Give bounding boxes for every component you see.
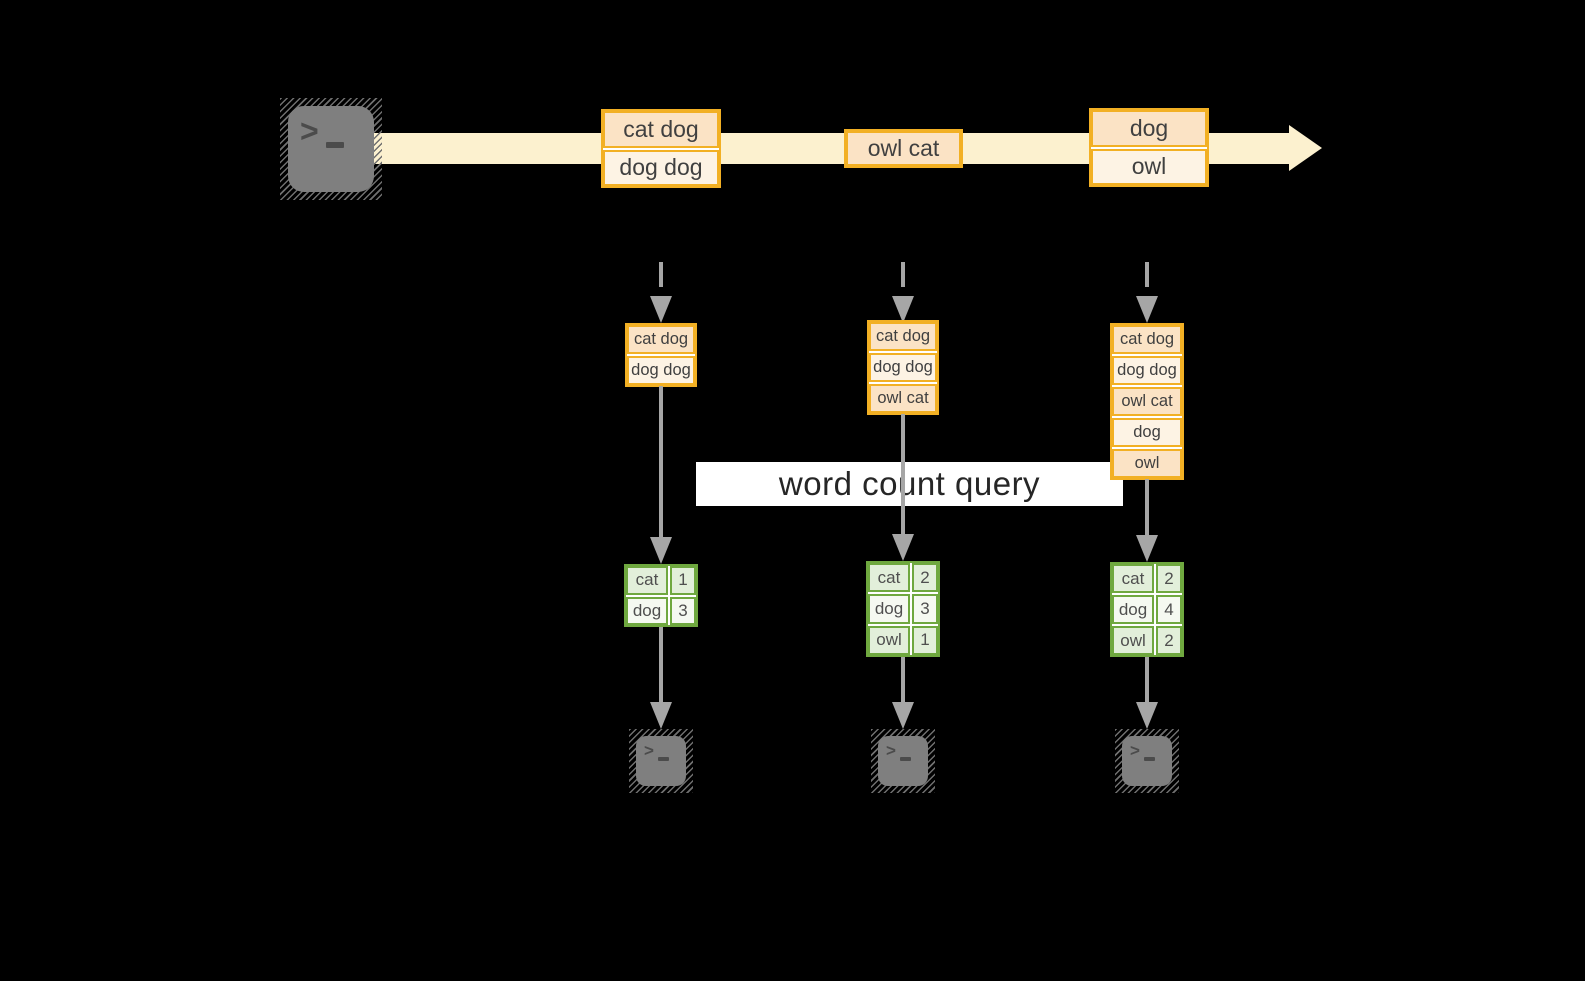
dashed-connector — [1145, 262, 1149, 287]
connector-line — [1145, 657, 1149, 705]
down-arrowhead-icon — [1136, 702, 1158, 729]
buffer-row: owl cat — [1112, 387, 1182, 416]
down-arrowhead-icon — [1136, 535, 1158, 562]
result-count: 2 — [1156, 564, 1182, 593]
down-arrowhead-icon — [892, 702, 914, 729]
terminal-prompt-icon: > — [1130, 741, 1140, 760]
output-terminal-icon-3: > — [1115, 729, 1179, 793]
result-table-2: cat 2 dog 3 owl 1 — [866, 561, 940, 657]
terminal-prompt-icon: > — [886, 741, 896, 760]
result-word: dog — [1112, 595, 1154, 624]
connector-line — [659, 386, 663, 539]
terminal-prompt-icon: > — [300, 113, 319, 149]
result-word: cat — [868, 563, 910, 593]
result-count: 1 — [670, 566, 696, 595]
terminal-cursor-icon — [658, 757, 669, 761]
output-terminal-icon-1: > — [629, 729, 693, 793]
terminal-cursor-icon — [900, 757, 911, 761]
result-count: 3 — [670, 596, 696, 625]
down-arrowhead-icon — [650, 537, 672, 564]
buffer-row: owl — [1112, 449, 1182, 478]
dashed-connector — [659, 262, 663, 287]
result-count: 2 — [912, 563, 938, 593]
event-line: owl — [1091, 148, 1207, 185]
result-count: 1 — [912, 625, 938, 655]
event-line: dog dog — [603, 149, 719, 186]
dashed-connector — [901, 262, 905, 287]
buffer-row: cat dog — [869, 322, 937, 351]
query-banner: word count query — [696, 462, 1123, 506]
down-arrowhead-icon — [892, 534, 914, 561]
buffer-row: cat dog — [1112, 325, 1182, 354]
result-count: 4 — [1156, 595, 1182, 624]
stream-event-2: owl cat — [844, 129, 963, 168]
down-arrowhead-icon — [650, 702, 672, 729]
stream-event-1: cat dog dog dog — [601, 109, 721, 188]
connector-line — [901, 657, 905, 705]
terminal-cursor-icon — [326, 142, 344, 148]
result-word: dog — [868, 594, 910, 624]
buffer-row: dog dog — [627, 356, 695, 385]
input-buffer-3: cat dog dog dog owl cat dog owl — [1110, 323, 1184, 480]
terminal-prompt-icon: > — [644, 741, 654, 760]
query-banner-label: word count query — [778, 465, 1041, 502]
event-line: cat dog — [603, 111, 719, 148]
event-line: dog — [1091, 110, 1207, 147]
event-line: owl cat — [846, 131, 961, 166]
down-arrowhead-icon — [892, 296, 914, 323]
result-count: 2 — [1156, 626, 1182, 655]
result-word: dog — [626, 596, 668, 625]
connector-line — [1145, 479, 1149, 537]
connector-line — [901, 414, 905, 536]
input-buffer-1: cat dog dog dog — [625, 323, 697, 387]
buffer-row: owl cat — [869, 384, 937, 413]
down-arrowhead-icon — [1136, 296, 1158, 323]
result-table-3: cat 2 dog 4 owl 2 — [1110, 562, 1184, 657]
result-word: cat — [1112, 564, 1154, 593]
result-word: cat — [626, 566, 668, 595]
input-buffer-2: cat dog dog dog owl cat — [867, 320, 939, 415]
buffer-row: cat dog — [627, 325, 695, 354]
result-word: owl — [868, 625, 910, 655]
connector-line — [659, 627, 663, 705]
output-terminal-icon-2: > — [871, 729, 935, 793]
stream-arrowhead-icon — [1289, 125, 1322, 171]
buffer-row: dog — [1112, 418, 1182, 447]
result-table-1: cat 1 dog 3 — [624, 564, 698, 627]
result-count: 3 — [912, 594, 938, 624]
buffer-row: dog dog — [1112, 356, 1182, 385]
source-terminal-icon: > — [280, 98, 382, 200]
down-arrowhead-icon — [650, 296, 672, 323]
result-word: owl — [1112, 626, 1154, 655]
buffer-row: dog dog — [869, 353, 937, 382]
stream-event-3: dog owl — [1089, 108, 1209, 187]
terminal-cursor-icon — [1144, 757, 1155, 761]
